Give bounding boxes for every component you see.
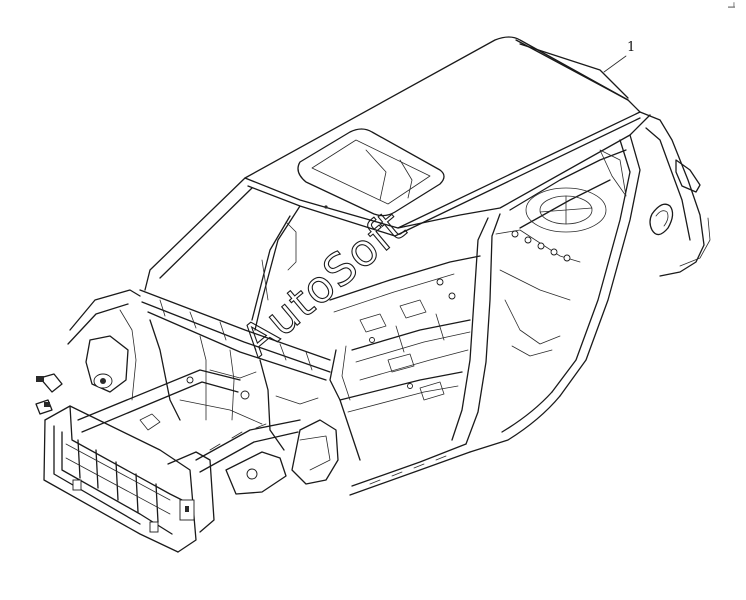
watermark-text: AutoSoft bbox=[232, 201, 416, 367]
rear-floor bbox=[495, 149, 627, 357]
corner-mark: ⁱ̶ bbox=[728, 0, 735, 13]
side-body-panel bbox=[349, 111, 711, 496]
radiator-support bbox=[35, 373, 215, 553]
roof-panel bbox=[244, 36, 641, 237]
callout-leader-line bbox=[603, 55, 627, 73]
front-apron bbox=[67, 289, 339, 485]
callout-1: 1 bbox=[603, 40, 635, 73]
sunroof-opening bbox=[297, 128, 445, 217]
floor-pan bbox=[329, 255, 481, 461]
cowl-panel bbox=[139, 289, 331, 451]
callout-number: 1 bbox=[627, 40, 635, 55]
front-rails bbox=[77, 369, 301, 495]
windshield-frame bbox=[144, 177, 301, 331]
